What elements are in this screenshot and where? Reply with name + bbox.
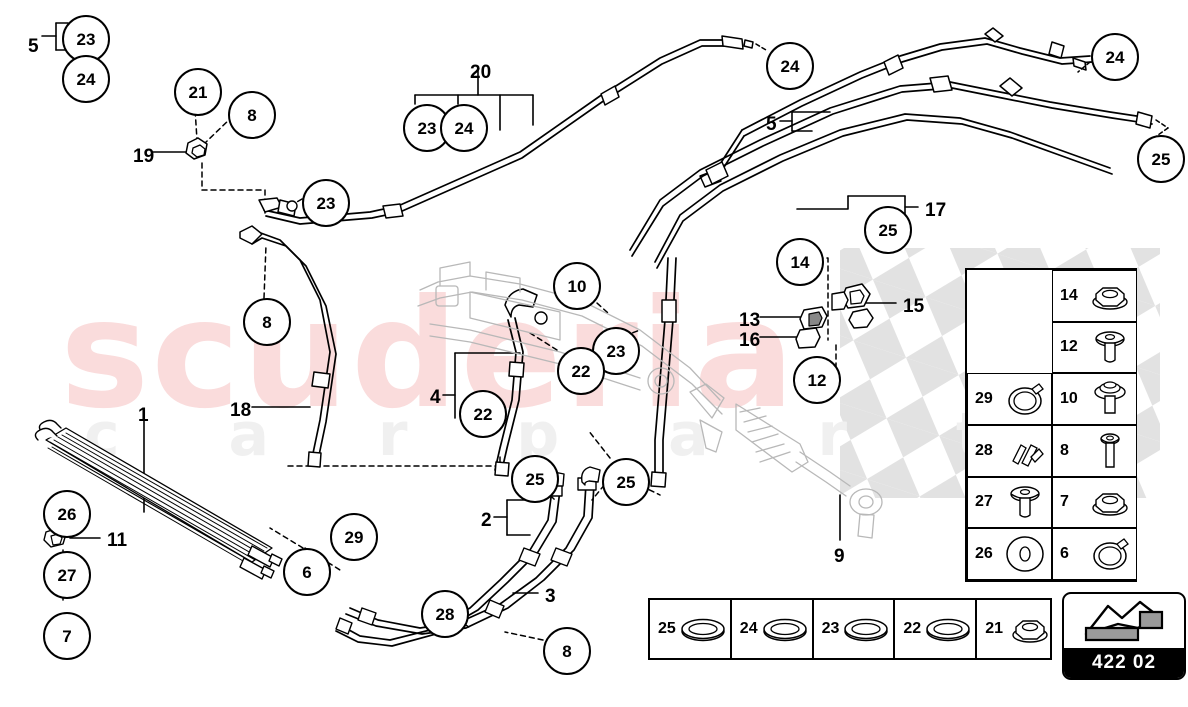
lamborghini-shield-icon <box>1064 594 1184 648</box>
parts-cell-29[interactable]: 29 <box>967 373 1052 425</box>
parts-cell-27[interactable]: 27 <box>967 476 1052 529</box>
callout-bubble-21[interactable]: 21 <box>174 68 222 116</box>
parts-cell-6[interactable]: 6 <box>1052 528 1137 580</box>
callout-bubble-25[interactable]: 25 <box>511 455 559 503</box>
leader-label-5[interactable]: 5 <box>28 36 39 57</box>
flange-nut-icon <box>1003 609 1057 649</box>
leader-label-9[interactable]: 9 <box>834 546 845 567</box>
flange-nut-icon <box>1084 478 1136 528</box>
parts-cell-number: 29 <box>975 390 993 408</box>
diagram-code-label: 422 02 <box>1064 648 1184 678</box>
parts-cell-number: 8 <box>1060 441 1069 459</box>
callout-bubble-8[interactable]: 8 <box>243 298 291 346</box>
leader-label-13[interactable]: 13 <box>739 310 761 331</box>
hose-clamp-icon <box>999 374 1051 424</box>
callout-bubble-24[interactable]: 24 <box>1091 33 1139 81</box>
callout-bubble-8[interactable]: 8 <box>228 91 276 139</box>
parts-cell-empty <box>967 270 1052 322</box>
leader-label-2[interactable]: 2 <box>481 510 492 531</box>
oring-cell-25[interactable]: 25 <box>650 600 732 658</box>
parts-cell-28[interactable]: 28 <box>967 425 1052 477</box>
callout-bubble-24[interactable]: 24 <box>440 104 488 152</box>
leader-label-5[interactable]: 5 <box>766 114 777 135</box>
leader-label-17[interactable]: 17 <box>925 200 947 221</box>
callout-bubble-23[interactable]: 23 <box>302 179 350 227</box>
callout-bubble-14[interactable]: 14 <box>776 238 824 286</box>
callout-bubble-25[interactable]: 25 <box>864 206 912 254</box>
push-rivet-icon <box>1084 323 1136 373</box>
parts-cell-number: 27 <box>975 493 993 511</box>
oring-cell-22[interactable]: 22 <box>895 600 978 658</box>
parts-cell-number: 12 <box>1060 338 1078 356</box>
leader-label-15[interactable]: 15 <box>903 296 925 317</box>
callout-bubble-6[interactable]: 6 <box>283 548 331 596</box>
diagram-code-box: 422 02 <box>1062 592 1186 680</box>
oring-cell-number: 21 <box>985 620 1003 637</box>
callout-bubble-27[interactable]: 27 <box>43 551 91 599</box>
parts-cell-8[interactable]: 8 <box>1052 425 1137 477</box>
callout-bubble-22[interactable]: 22 <box>459 390 507 438</box>
parts-cell-7[interactable]: 7 <box>1052 476 1137 529</box>
hose-clamp-icon <box>1084 529 1136 579</box>
push-rivet-icon <box>999 478 1051 528</box>
o-ring-icon <box>758 609 812 649</box>
leader-label-3[interactable]: 3 <box>545 586 556 607</box>
parts-cell-empty <box>967 322 1052 374</box>
oring-cell-number: 22 <box>903 620 922 637</box>
socket-bolt-icon <box>1084 426 1136 476</box>
leader-label-4[interactable]: 4 <box>430 387 441 408</box>
oring-cell-number: 23 <box>821 620 840 637</box>
callout-bubble-25[interactable]: 25 <box>602 458 650 506</box>
callout-bubble-25[interactable]: 25 <box>1137 135 1185 183</box>
callout-bubble-28[interactable]: 28 <box>421 590 469 638</box>
oring-cell-number: 25 <box>658 620 676 637</box>
leader-label-16[interactable]: 16 <box>739 330 761 351</box>
oring-cell-21[interactable]: 21 <box>977 600 1057 658</box>
parts-cell-number: 28 <box>975 441 993 459</box>
oring-cell-23[interactable]: 23 <box>814 600 896 658</box>
parts-cell-number: 10 <box>1060 390 1078 408</box>
parts-cell-12[interactable]: 12 <box>1052 321 1137 374</box>
leader-label-1[interactable]: 1 <box>138 405 149 426</box>
oring-cell-24[interactable]: 24 <box>732 600 814 658</box>
leader-label-20[interactable]: 20 <box>470 62 492 83</box>
parts-cell-number: 26 <box>975 545 993 563</box>
parts-legend-table: 14 12 29 10 28 8 27 7 26 6 <box>965 268 1137 582</box>
parts-cell-10[interactable]: 10 <box>1052 373 1137 425</box>
oring-cell-number: 24 <box>739 620 758 637</box>
spring-clip-icon <box>999 426 1051 476</box>
parts-cell-number: 6 <box>1060 545 1069 563</box>
oring-legend-strip: 25 24 23 22 21 <box>648 598 1052 660</box>
callout-bubble-24[interactable]: 24 <box>766 42 814 90</box>
callout-bubble-22[interactable]: 22 <box>557 347 605 395</box>
o-ring-icon <box>921 609 975 649</box>
leader-label-11[interactable]: 11 <box>107 530 128 551</box>
callout-bubble-12[interactable]: 12 <box>793 356 841 404</box>
o-ring-icon <box>676 609 730 649</box>
parts-cell-14[interactable]: 14 <box>1052 270 1137 322</box>
callout-bubble-29[interactable]: 29 <box>330 513 378 561</box>
washer-bolt-icon <box>1084 374 1136 424</box>
flange-nut-icon <box>1084 271 1136 321</box>
callout-bubble-10[interactable]: 10 <box>553 262 601 310</box>
callout-bubble-24[interactable]: 24 <box>62 55 110 103</box>
parts-cell-number: 7 <box>1060 493 1069 511</box>
leader-label-18[interactable]: 18 <box>230 400 252 421</box>
callout-bubble-26[interactable]: 26 <box>43 490 91 538</box>
callout-bubble-7[interactable]: 7 <box>43 612 91 660</box>
leader-label-19[interactable]: 19 <box>133 146 155 167</box>
parts-cell-number: 14 <box>1060 286 1078 304</box>
rubber-grommet-icon <box>999 529 1051 579</box>
o-ring-icon <box>839 609 893 649</box>
parts-cell-26[interactable]: 26 <box>967 528 1052 580</box>
callout-bubble-8[interactable]: 8 <box>543 627 591 675</box>
